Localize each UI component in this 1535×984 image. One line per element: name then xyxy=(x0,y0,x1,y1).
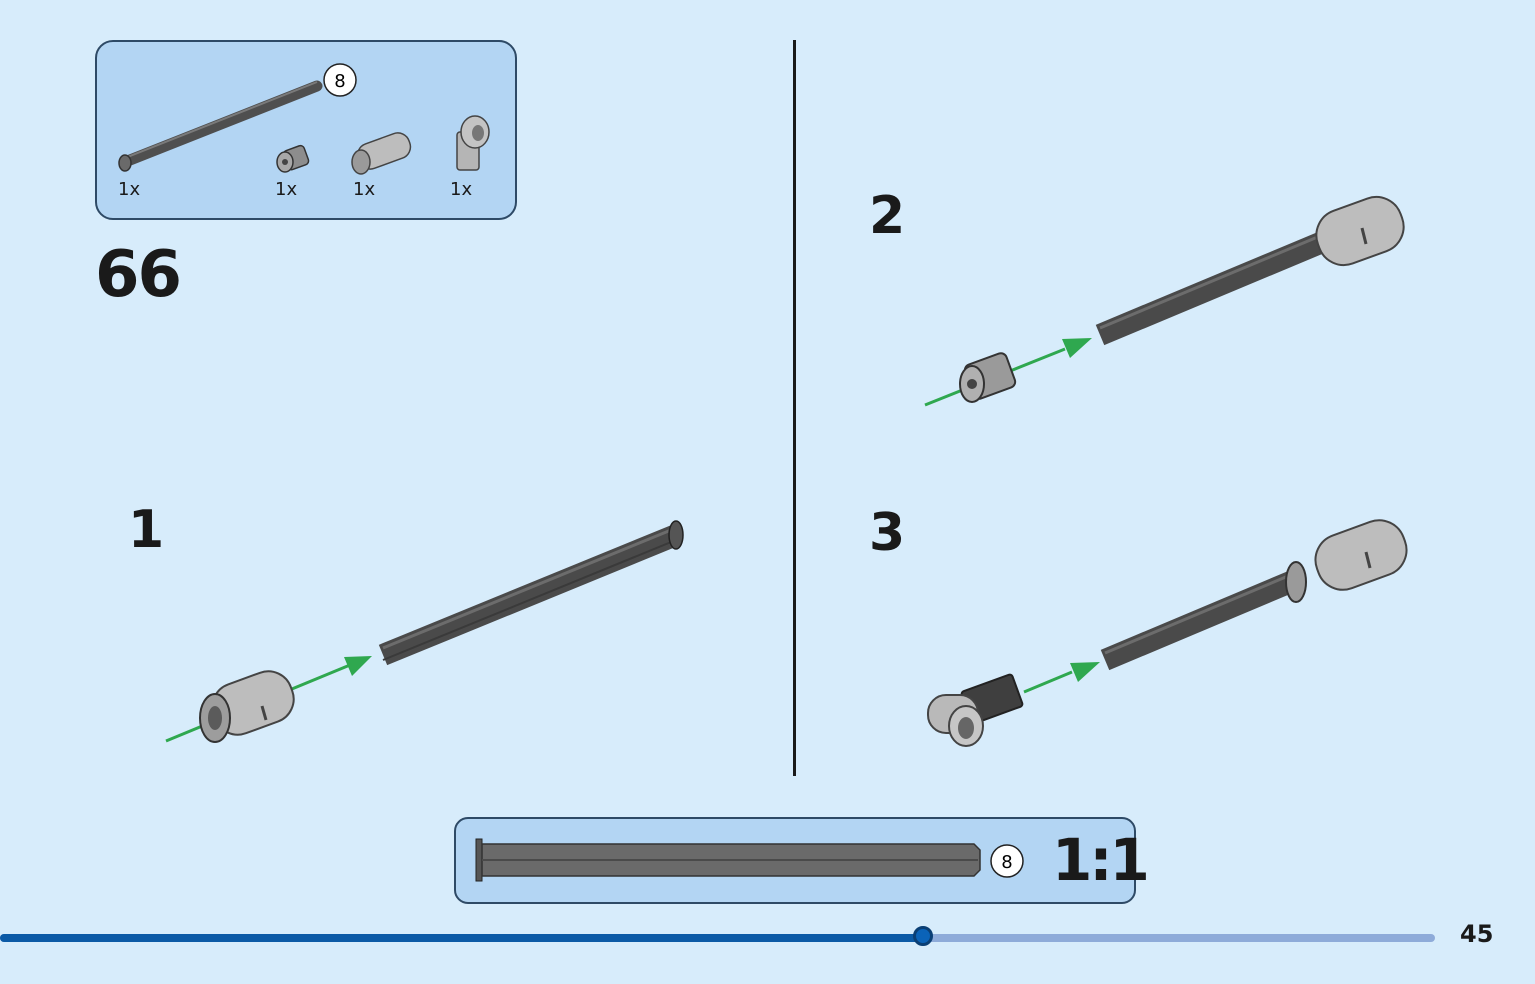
axle-icon xyxy=(1100,567,1305,671)
pin-connector-icon xyxy=(1315,195,1405,267)
insert-arrow-icon xyxy=(1023,662,1100,694)
scale-label: 1:1 xyxy=(1052,826,1150,894)
substep-2-number: 2 xyxy=(869,186,906,246)
parts-callout-illustration: 8 xyxy=(118,63,490,175)
angle-connector-icon xyxy=(927,673,1024,747)
pin-connector-part-icon xyxy=(351,132,412,175)
main-step-number: 66 xyxy=(95,238,182,312)
axle-length-label: 8 xyxy=(334,71,345,92)
substep-3-number: 3 xyxy=(869,503,906,563)
bushing-qty: 1x xyxy=(275,179,298,200)
progress-fill xyxy=(0,934,923,942)
axle-length-badge: 8 xyxy=(323,63,357,97)
bushing-part-icon xyxy=(276,144,310,173)
bushing-icon xyxy=(959,352,1017,403)
ruler-length-label: 8 xyxy=(1001,852,1012,873)
page-number: 45 xyxy=(1460,920,1494,948)
substep-1-number: 1 xyxy=(128,500,165,560)
axle-icon xyxy=(1095,232,1325,346)
step-divider xyxy=(793,40,796,776)
angle-connector-qty: 1x xyxy=(450,179,473,200)
axle-qty: 1x xyxy=(118,179,141,200)
pin-connector-qty: 1x xyxy=(353,179,376,200)
progress-knob[interactable] xyxy=(913,926,933,946)
axle-part-icon xyxy=(118,80,323,172)
pin-connector-icon xyxy=(199,670,295,743)
bushing-icon xyxy=(1285,561,1307,603)
pin-connector-icon xyxy=(1314,519,1408,591)
parts-callout xyxy=(95,40,517,220)
axle-icon xyxy=(378,520,684,666)
angle-connector-part-icon xyxy=(456,115,490,171)
ruler-axle-illustration: 8 xyxy=(475,838,1024,882)
